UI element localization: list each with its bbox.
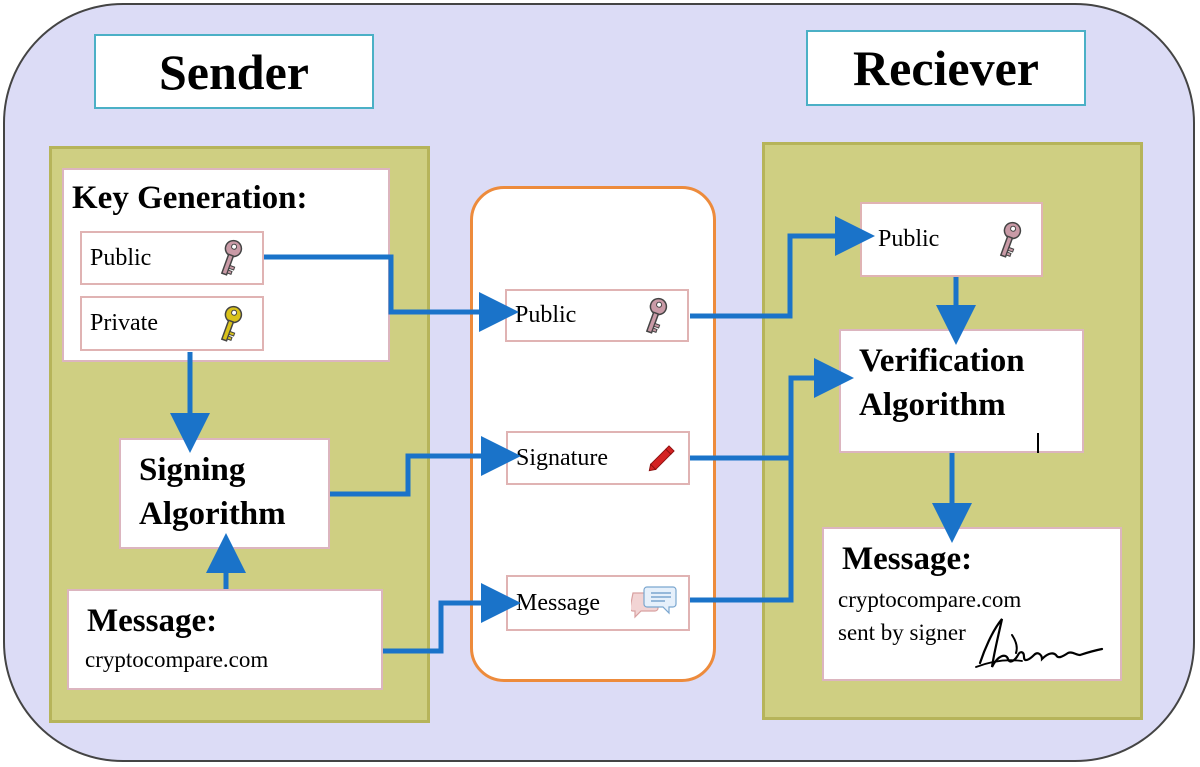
channel-signature-box: Signature	[506, 431, 690, 485]
sender-title: Sender	[94, 34, 374, 109]
arrow-channel-signature-to-verification	[690, 358, 854, 461]
receiver-message-line1: cryptocompare.com	[838, 587, 1022, 612]
signing-algorithm-line2: Algorithm	[139, 496, 286, 532]
signing-algorithm-box: Signing Algorithm	[119, 438, 330, 549]
pencil-icon	[644, 438, 680, 478]
verification-algorithm-box: Verification Algorithm	[839, 329, 1084, 453]
receiver-message-box: Message: cryptocompare.com sent by signe…	[822, 527, 1122, 681]
handwritten-signature-icon	[975, 618, 1104, 668]
arrow-channel-to-receiver-public	[690, 216, 875, 319]
channel-signature-label: Signature	[516, 444, 608, 471]
sender-title-text: Sender	[159, 43, 309, 100]
receiver-message-title: Message:	[842, 541, 973, 577]
receiver-public-key-box: Public	[860, 202, 1043, 277]
key-icon	[212, 238, 248, 278]
sender-private-key-label: Private	[90, 310, 158, 336]
receiver-title-text: Reciever	[853, 40, 1039, 96]
key-generation-title: Key Generation:	[72, 180, 308, 216]
key-icon	[212, 304, 248, 344]
sender-message-text: cryptocompare.com	[85, 647, 269, 672]
signing-algorithm-line1: Signing	[139, 452, 246, 488]
receiver-message-line2: sent by signer	[838, 620, 966, 645]
channel-public-key-box: Public	[505, 289, 689, 342]
sender-private-key-box: Private	[80, 296, 264, 351]
sender-public-key-box: Public	[80, 231, 264, 285]
key-icon	[637, 296, 673, 336]
verification-algorithm-line1: Verification	[859, 343, 1025, 379]
arrow-message-to-channel	[383, 583, 521, 654]
key-icon	[991, 220, 1027, 260]
sender-message-title: Message:	[87, 603, 218, 639]
chat-bubbles-icon	[630, 583, 678, 623]
channel-message-box: Message	[506, 575, 690, 631]
arrow-channel-message-to-verification	[690, 458, 794, 603]
arrow-public-to-channel	[264, 254, 519, 332]
arrow-signing-to-channel	[330, 436, 521, 497]
sender-message-box: Message: cryptocompare.com	[67, 589, 383, 690]
text-cursor	[1037, 433, 1039, 453]
channel-message-label: Message	[516, 589, 600, 616]
channel-public-key-label: Public	[515, 302, 577, 328]
receiver-title: Reciever	[806, 30, 1086, 106]
sender-public-key-label: Public	[90, 244, 152, 271]
verification-algorithm-line2: Algorithm	[859, 387, 1006, 423]
receiver-public-key-label: Public	[878, 226, 940, 252]
